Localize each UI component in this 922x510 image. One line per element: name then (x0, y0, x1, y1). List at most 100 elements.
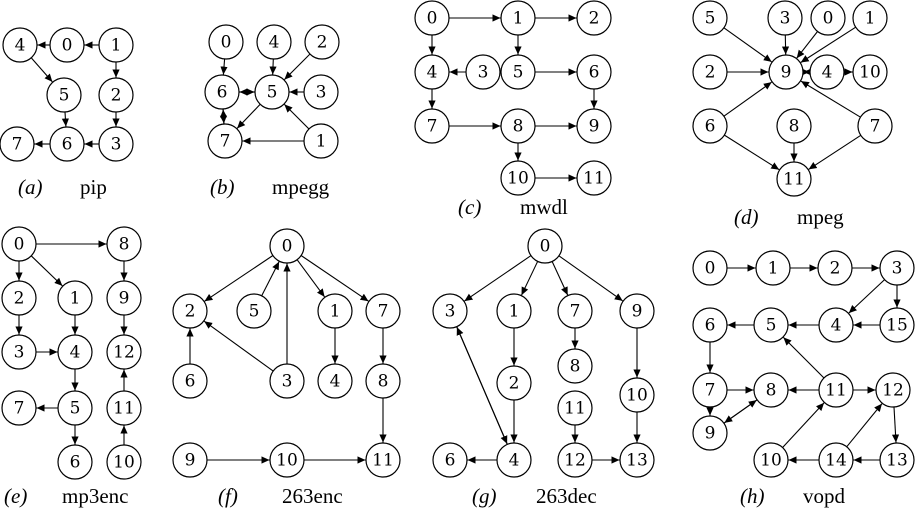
node-circle (500, 0, 536, 36)
node-circle (753, 372, 789, 408)
node-label: 0 (62, 36, 73, 56)
node-circle (98, 126, 134, 162)
node-label: 2 (14, 289, 25, 309)
node-label: 3 (111, 135, 122, 155)
node-e-0: 0 (1, 226, 37, 262)
edge-d-7-to-11 (808, 134, 862, 170)
node-label: 5 (513, 63, 524, 83)
node-h-2: 2 (817, 250, 853, 286)
node-f-9: 9 (172, 442, 208, 478)
node-label: 7 (14, 399, 25, 419)
node-circle (49, 126, 85, 162)
node-c-9: 9 (576, 108, 612, 144)
node-label: 15 (886, 316, 908, 336)
node-label: 3 (445, 302, 456, 322)
node-label: 4 (15, 36, 26, 56)
node-label: 8 (789, 117, 800, 137)
node-h-9: 9 (692, 415, 728, 451)
edge-h-11-to-5 (783, 337, 825, 379)
node-circle (414, 54, 450, 90)
node-label: 11 (113, 399, 135, 419)
node-circle (500, 54, 536, 90)
node-circle (106, 280, 142, 316)
node-e-3: 3 (1, 334, 37, 370)
node-h-14: 14 (818, 442, 854, 478)
node-circle (0, 126, 35, 162)
node-circle (432, 293, 468, 329)
node-circle (57, 280, 93, 316)
node-f-10: 10 (269, 442, 305, 478)
node-label: 3 (282, 372, 293, 392)
node-h-12: 12 (875, 372, 911, 408)
node-g-11: 11 (557, 390, 593, 426)
node-label: 6 (185, 372, 196, 392)
node-label: 4 (269, 33, 280, 53)
node-h-8: 8 (753, 372, 789, 408)
node-circle (303, 123, 339, 159)
node-g-13: 13 (619, 442, 655, 478)
node-d-2: 2 (692, 54, 728, 90)
edge-b-4-to-5 (269, 58, 277, 75)
node-h-4: 4 (818, 307, 854, 343)
node-circle (809, 54, 845, 90)
node-label: 5 (705, 9, 716, 29)
node-label: 0 (221, 33, 232, 53)
node-label: 6 (589, 63, 600, 83)
node-circle (207, 123, 243, 159)
node-label: 4 (509, 451, 520, 471)
node-circle (527, 228, 563, 264)
node-label: 9 (705, 424, 716, 444)
node-label: 8 (766, 381, 777, 401)
node-h-10: 10 (753, 442, 789, 478)
node-label: 4 (831, 316, 842, 336)
edge-f-3-to-2 (203, 320, 274, 372)
node-circle (317, 363, 353, 399)
node-a-7: 7 (0, 126, 35, 162)
node-c-6: 6 (576, 54, 612, 90)
edge-b-1-to-5 (284, 104, 310, 130)
edge-b-5-to-7 (236, 103, 261, 129)
node-b-1: 1 (303, 123, 339, 159)
node-d-8: 8 (776, 108, 812, 144)
node-circle (500, 160, 536, 196)
node-label: 3 (316, 83, 327, 103)
node-a-6: 6 (49, 126, 85, 162)
node-circle (857, 108, 893, 144)
node-circle (269, 442, 305, 478)
node-circle (557, 442, 593, 478)
node-label: 3 (14, 343, 25, 363)
node-circle (172, 442, 208, 478)
node-circle (496, 293, 532, 329)
edge-d-7-to-9 (800, 80, 861, 118)
caption-c: (c)mwdl (458, 195, 568, 219)
node-label: 1 (330, 302, 341, 322)
edge-b-7-to-6 (220, 109, 228, 125)
node-a-4: 4 (2, 27, 38, 63)
node-label: 11 (372, 451, 394, 471)
node-label: 10 (859, 63, 881, 83)
node-label: 7 (427, 117, 438, 137)
node-circle (106, 390, 142, 426)
node-circle (692, 54, 728, 90)
node-circle (576, 0, 612, 36)
node-circle (49, 27, 85, 63)
node-circle (414, 0, 450, 36)
node-circle (365, 293, 401, 329)
node-label: 7 (870, 117, 881, 137)
node-d-11: 11 (776, 161, 812, 197)
node-circle (106, 444, 142, 480)
node-circle (365, 442, 401, 478)
node-circle (46, 77, 82, 113)
node-circle (317, 293, 353, 329)
node-circle (2, 27, 38, 63)
node-circle (557, 348, 593, 384)
node-label: 1 (70, 289, 81, 309)
node-label: 1 (316, 132, 327, 152)
node-label: 11 (783, 170, 805, 190)
edge-f-0-to-1 (296, 259, 326, 298)
node-circle (57, 444, 93, 480)
node-label: 5 (249, 302, 260, 322)
node-label: 1 (768, 259, 779, 279)
node-c-11: 11 (576, 160, 612, 196)
